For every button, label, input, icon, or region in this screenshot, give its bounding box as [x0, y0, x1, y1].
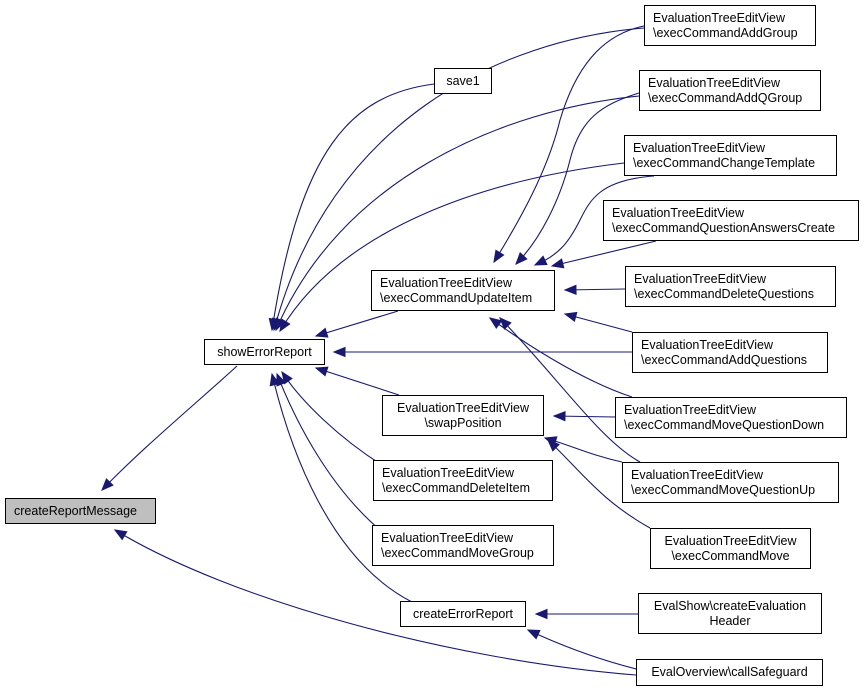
node-call-safeguard[interactable]: EvalOverview\callSafeguard	[636, 659, 823, 686]
node-label: showErrorReport	[217, 344, 312, 359]
edge-addGroup-to-showErrorReport	[273, 27, 645, 331]
node-label-line-1: EvaluationTreeEditView	[612, 205, 745, 220]
edge-addQGroup-to-updateItem	[515, 92, 640, 265]
node-label-line-1: EvaluationTreeEditView	[380, 275, 513, 290]
arrowhead-icon	[113, 529, 128, 541]
node-exec-command-update-item[interactable]: EvaluationTreeEditView \execCommandUpdat…	[371, 270, 555, 311]
node-label-line-2: \execCommandMoveQuestionDown	[624, 417, 825, 432]
arrowhead-icon	[547, 439, 560, 452]
arrowhead-icon	[563, 311, 578, 323]
node-swap-position[interactable]: EvaluationTreeEditView \swapPosition	[382, 395, 544, 436]
node-exec-command-change-template[interactable]: EvaluationTreeEditView \execCommandChang…	[624, 135, 837, 176]
node-label-line-1: EvaluationTreeEditView	[648, 75, 781, 90]
node-label-line-1: EvaluationTreeEditView	[381, 530, 514, 545]
arrowhead-icon	[101, 478, 114, 491]
node-label-line-2: \execCommandDeleteItem	[382, 480, 530, 495]
node-label: EvalOverview\callSafeguard	[651, 665, 808, 679]
edge-updateItem-to-showErrorReport	[315, 310, 399, 337]
node-label-line-1: EvaluationTreeEditView	[633, 140, 766, 155]
node-save1[interactable]: save1	[434, 68, 492, 94]
node-label-line-1: EvaluationTreeEditView	[634, 271, 767, 286]
arrowhead-icon	[526, 629, 541, 640]
node-show-error-report[interactable]: showErrorReport	[204, 339, 325, 365]
node-label-line-1: EvaluationTreeEditView	[641, 337, 774, 352]
node-exec-command-move[interactable]: EvaluationTreeEditView \execCommandMove	[650, 528, 811, 569]
node-label-line-2: \execCommandAddQGroup	[648, 90, 803, 105]
node-label-line-2: \execCommandDeleteQuestions	[634, 286, 814, 301]
node-label: createReportMessage	[14, 503, 137, 518]
arrowhead-icon	[314, 327, 329, 338]
arrowhead-icon	[499, 317, 512, 330]
edge-addQuestions-to-updateItem	[564, 313, 633, 333]
node-exec-command-move-question-down[interactable]: EvaluationTreeEditView \execCommandMoveQ…	[615, 397, 847, 438]
edge-callSafeguard-to-createErrorReport	[527, 629, 641, 671]
edge-moveQuestionUp-to-updateItem	[499, 317, 641, 463]
node-label-line-2: \execCommandChangeTemplate	[633, 155, 816, 170]
node-create-error-report[interactable]: createErrorReport	[400, 601, 526, 627]
node-label-line-1: EvaluationTreeEditView	[382, 465, 515, 480]
node-label-line-2: \execCommandMoveGroup	[381, 545, 534, 560]
arrowhead-icon	[488, 317, 503, 329]
node-label-line-2: \execCommandAddGroup	[653, 25, 798, 40]
arrowhead-icon	[493, 249, 505, 264]
node-label-line-1: EvalShow\createEvaluation	[653, 598, 807, 613]
node-label-line-2: \swapPosition	[424, 415, 502, 430]
node-label-line-1: EvaluationTreeEditView	[396, 400, 530, 415]
node-label-line-2: Header	[709, 613, 751, 628]
node-label-line-1: EvaluationTreeEditView	[624, 402, 757, 417]
edge-moveQuestionDown-to-updateItem	[489, 317, 633, 398]
arrowhead-icon	[269, 372, 280, 387]
edge-moveGroup-to-showErrorReport	[276, 373, 387, 536]
node-create-report-message[interactable]: createReportMessage	[5, 498, 156, 524]
arrowhead-icon	[515, 251, 528, 265]
node-label-line-1: EvaluationTreeEditView	[664, 533, 797, 548]
arrowhead-icon	[281, 370, 293, 385]
node-label-line-2: \execCommandAddQuestions	[641, 352, 808, 367]
node-create-evaluation-header[interactable]: EvalShow\createEvaluation Header	[638, 593, 822, 634]
node-exec-command-move-question-up[interactable]: EvaluationTreeEditView \execCommandMoveQ…	[622, 462, 839, 503]
node-exec-command-add-questions[interactable]: EvaluationTreeEditView \execCommandAddQu…	[632, 332, 828, 373]
edge-createErrorReport-to-showErrorReport	[271, 373, 413, 603]
arrowhead-icon	[550, 258, 565, 269]
edge-questionAnswersCreate-to-updateItem	[551, 240, 657, 267]
arrowhead-icon	[563, 284, 577, 296]
edge-changeTemplate-to-updateItem	[534, 175, 655, 266]
arrowhead-icon	[279, 318, 291, 333]
edge-move-to-swapPosition	[547, 439, 651, 529]
node-exec-command-add-group[interactable]: EvaluationTreeEditView \execCommandAddGr…	[644, 5, 816, 46]
arrowhead-icon	[534, 608, 548, 620]
edge-deleteItem-to-showErrorReport	[281, 371, 391, 471]
node-label-line-2: \execCommandMove	[671, 548, 790, 563]
edge-addGroup-to-updateItem	[493, 25, 645, 263]
edge-callSafeguard-to-createReportMessage	[114, 529, 637, 676]
edge-save1-to-showErrorReport	[271, 83, 435, 331]
arrowhead-icon	[552, 410, 566, 422]
edge-swapPosition-to-showErrorReport	[315, 367, 400, 396]
node-exec-command-move-group[interactable]: EvaluationTreeEditView \execCommandMoveG…	[372, 525, 554, 566]
node-label-line-2: \execCommandQuestionAnswersCreate	[612, 220, 836, 235]
node-label-line-1: EvaluationTreeEditView	[653, 10, 786, 25]
arrowhead-icon	[332, 346, 346, 358]
node-exec-command-add-qgroup[interactable]: EvaluationTreeEditView \execCommandAddQG…	[639, 70, 821, 111]
edge-changeTemplate-to-showErrorReport	[279, 162, 625, 332]
arrowhead-icon	[533, 255, 548, 266]
node-exec-command-delete-item[interactable]: EvaluationTreeEditView \execCommandDelet…	[373, 460, 553, 501]
arrowhead-icon	[314, 366, 329, 377]
node-label: save1	[446, 73, 480, 88]
node-label-line-1: EvaluationTreeEditView	[631, 467, 764, 482]
node-label: createErrorReport	[412, 606, 514, 621]
node-exec-command-question-answers-create[interactable]: EvaluationTreeEditView \execCommandQuest…	[603, 200, 859, 241]
node-label-line-2: \execCommandUpdateItem	[380, 290, 533, 305]
node-exec-command-delete-questions[interactable]: EvaluationTreeEditView \execCommandDelet…	[625, 266, 836, 307]
edge-addQGroup-to-showErrorReport	[275, 95, 640, 331]
edge-showErrorReport-to-createReportMessage	[101, 365, 238, 491]
node-label-line-2: \execCommandMoveQuestionUp	[631, 482, 816, 497]
edge-moveQuestionUp-to-swapPosition	[544, 437, 623, 463]
